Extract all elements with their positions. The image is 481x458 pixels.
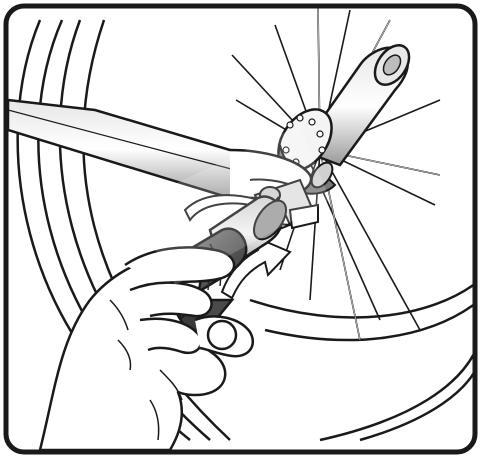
hub-assembly-illustration [0, 0, 481, 458]
illustration-frame [0, 0, 481, 458]
